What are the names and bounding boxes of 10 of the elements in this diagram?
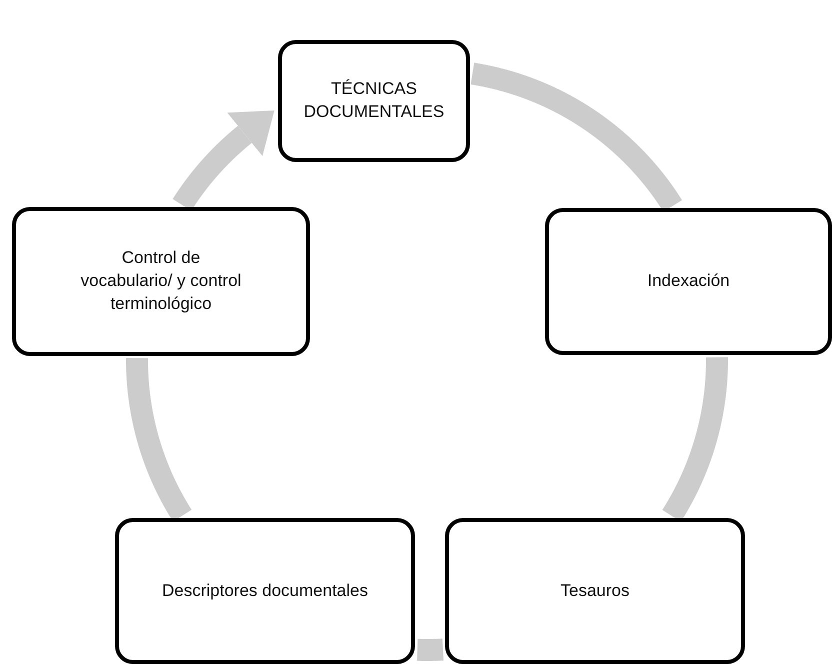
box-label: Descriptores documentales [162, 580, 368, 602]
box-label: Tesauros [560, 580, 630, 602]
process-box [115, 518, 415, 664]
process-box [12, 207, 310, 356]
process-box [278, 40, 470, 162]
process-box [445, 518, 745, 664]
box-label: TÉCNICAS DOCUMENTALES [302, 78, 446, 123]
box-label: Control de vocabulario/ y control terminológico [80, 247, 242, 315]
process-box [545, 208, 832, 355]
box-label: Indexación [647, 270, 730, 292]
